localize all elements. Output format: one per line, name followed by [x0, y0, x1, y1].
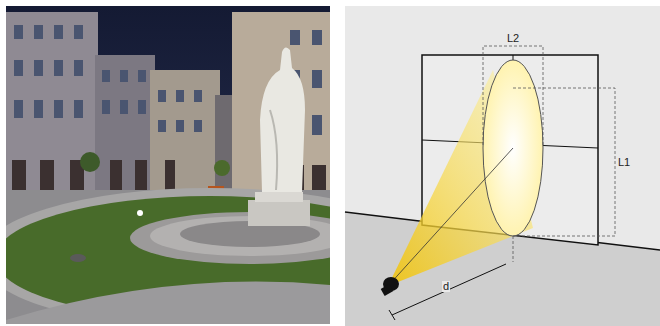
- dimension-label: L1: [617, 157, 631, 168]
- piazza-render: [6, 6, 330, 324]
- dimension-label: d: [442, 281, 450, 292]
- projection-diagram: [345, 6, 660, 326]
- dimension-label: L2: [506, 33, 520, 44]
- spotlight-symbol: [381, 277, 399, 296]
